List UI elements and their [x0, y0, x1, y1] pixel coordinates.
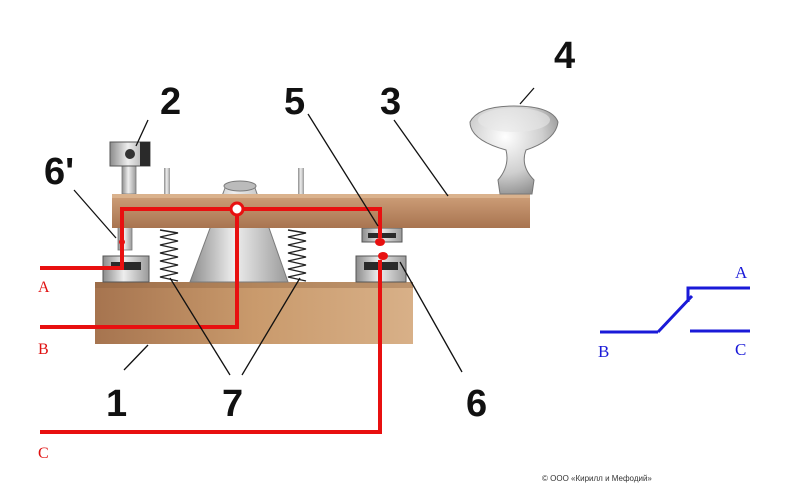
wooden-base — [95, 282, 413, 344]
moving-contact-dot — [375, 238, 385, 246]
lever-post-right — [298, 168, 304, 194]
right-spring — [287, 229, 307, 282]
label-knob: 4 — [554, 35, 575, 77]
adjusting-screw — [109, 141, 151, 195]
schematic-label-b: B — [598, 342, 609, 361]
circuit-wires — [40, 207, 382, 434]
label-screw: 2 — [160, 81, 181, 123]
schematic-switch-blade — [656, 294, 694, 334]
schematic-label-a: A — [735, 263, 748, 282]
wire-a — [40, 207, 382, 270]
left-spring — [159, 229, 179, 282]
wire-label-a: A — [38, 279, 50, 296]
label-springs: 7 — [222, 383, 243, 425]
label-lever: 3 — [380, 81, 401, 123]
label-moving-contact: 5 — [284, 81, 305, 123]
wire-junction-left — [119, 239, 125, 245]
left-terminal — [102, 225, 150, 283]
wire-c — [40, 260, 382, 434]
copyright-note: © ООО «Кирилл и Мефодий» — [542, 474, 652, 483]
switch-schematic — [600, 286, 750, 334]
schematic-line-a — [686, 286, 750, 302]
wire-label-c: C — [38, 445, 49, 462]
wire-junction-fulcrum — [229, 201, 245, 217]
wire-b — [40, 212, 239, 329]
label-base: 1 — [106, 383, 127, 425]
label-fixed-contact-prime: 6' — [44, 151, 74, 193]
label-fixed-contact: 6 — [466, 383, 487, 425]
knob — [469, 105, 559, 195]
leader-lines — [73, 87, 535, 376]
wire-label-b: B — [38, 341, 49, 358]
lever-post-left — [164, 168, 170, 194]
schematic-label-c: C — [735, 340, 746, 359]
fixed-contact-dot — [378, 252, 388, 260]
